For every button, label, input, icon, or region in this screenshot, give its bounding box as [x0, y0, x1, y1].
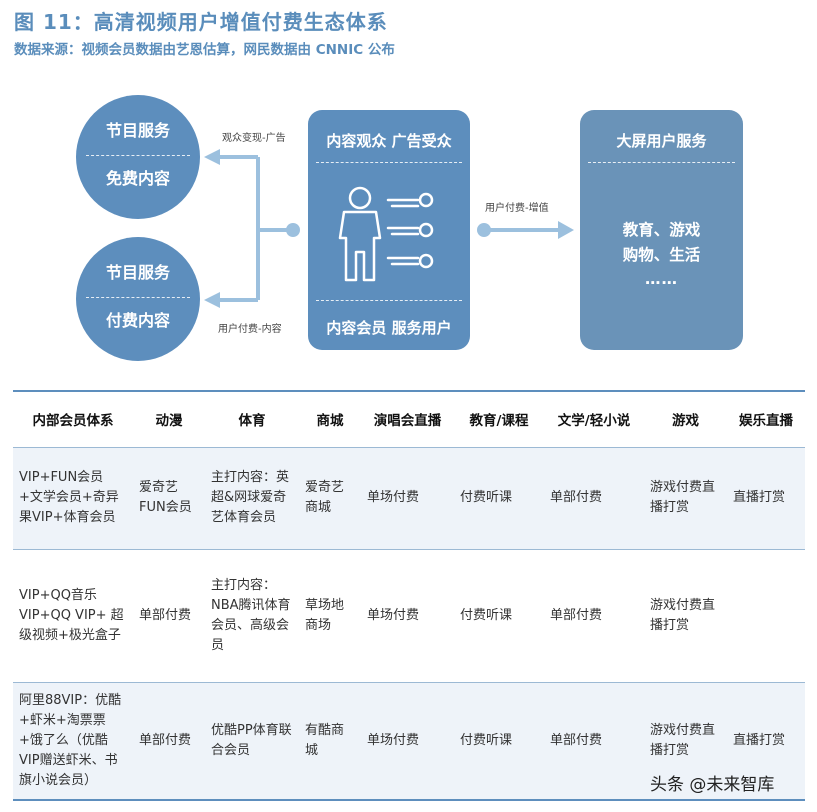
label-ad: 观众变现-广告 — [222, 133, 286, 144]
col-header: 演唱会直播 — [361, 391, 454, 447]
divider — [588, 162, 735, 163]
data-source: 数据来源：视频会员数据由艺恩估算，网民数据由 CNNIC 公布 — [14, 42, 395, 58]
junction-dot-left — [286, 223, 300, 237]
table-cell: 游戏付费直播打赏 — [650, 722, 716, 758]
table-cell: 单场付费 — [367, 490, 420, 505]
center-top-label: 内容观众 广告受众 — [326, 132, 452, 150]
table-cell: 单场付费 — [367, 607, 420, 623]
table-cell: 单部付费 — [550, 732, 603, 748]
divider — [316, 162, 462, 163]
table-cell: 单部付费 — [550, 607, 603, 623]
col-header: 动漫 — [133, 391, 205, 447]
flow-arrows — [204, 149, 574, 308]
divider — [86, 155, 190, 156]
label-value-added: 用户付费-增值 — [485, 203, 549, 214]
big-screen-panel: 大屏用户服务 教育、游戏 购物、生活 …… — [580, 110, 743, 350]
table-cell: 爱奇艺FUN会员 — [139, 480, 192, 515]
col-header: 娱乐直播 — [727, 391, 805, 447]
arrowhead-bottom — [204, 292, 220, 308]
table-cell: 阿里88VIP：优酷+虾米+淘票票+饿了么（优酷VIP赠送虾米、书旗小说会员） — [19, 692, 122, 788]
service-line-2: 购物、生活 — [622, 246, 701, 264]
table-row: VIP+FUN会员+文学会员+奇异果VIP+体育会员 爱奇艺FUN会员 主打内容… — [13, 447, 805, 549]
big-screen-title: 大屏用户服务 — [616, 132, 707, 150]
table-cell: 游戏付费直播打赏 — [650, 480, 716, 515]
user-network-icon — [338, 186, 434, 282]
table-cell: 单部付费 — [139, 732, 192, 748]
table-cell: 爱奇艺商城 — [305, 480, 345, 515]
table-cell: 游戏付费直播打赏 — [650, 597, 716, 633]
col-header: 游戏 — [644, 391, 727, 447]
membership-table: 内部会员体系 动漫 体育 商城 演唱会直播 教育/课程 文学/轻小说 游戏 娱乐… — [13, 390, 805, 801]
circle-paid-content: 节目服务 付费内容 — [76, 237, 200, 361]
col-header: 教育/课程 — [454, 391, 544, 447]
table-row: VIP+QQ音乐VIP+QQ VIP+ 超级视频+极光盒子 单部付费 主打内容：… — [13, 549, 805, 682]
table-cell — [727, 549, 805, 682]
table-cell: VIP+QQ音乐VIP+QQ VIP+ 超级视频+极光盒子 — [19, 587, 124, 643]
divider — [316, 300, 462, 301]
col-header: 内部会员体系 — [13, 391, 133, 447]
table-cell: 付费听课 — [460, 490, 513, 505]
center-bottom-label: 内容会员 服务用户 — [326, 319, 452, 337]
table-cell: 单场付费 — [367, 732, 420, 748]
circle-free-content: 节目服务 免费内容 — [76, 95, 200, 219]
circle-top-label: 节目服务 — [105, 121, 170, 140]
junction-dot-right — [477, 223, 491, 237]
col-header: 体育 — [205, 391, 299, 447]
table-cell: 单部付费 — [139, 607, 192, 623]
col-header: 文学/轻小说 — [544, 391, 644, 447]
table-cell: 主打内容：英超&网球爱奇艺体育会员 — [211, 470, 290, 525]
circle-bottom-label: 免费内容 — [105, 169, 170, 188]
service-line-1: 教育、游戏 — [622, 221, 701, 239]
table-cell: 优酷PP体育联合会员 — [211, 722, 292, 758]
col-header: 商城 — [299, 391, 361, 447]
table-cell: 直播打赏 — [733, 732, 786, 748]
table-cell: 付费听课 — [460, 732, 513, 748]
table-cell: 单部付费 — [550, 490, 603, 505]
table-cell: 主打内容：NBA腾讯体育会员、高级会员 — [211, 577, 291, 653]
circle-top-label: 节目服务 — [105, 263, 170, 282]
label-content: 用户付费-内容 — [218, 324, 282, 335]
page-title: 图 11：高清视频用户增值付费生态体系 — [14, 10, 388, 34]
table-header-row: 内部会员体系 动漫 体育 商城 演唱会直播 教育/课程 文学/轻小说 游戏 娱乐… — [13, 391, 805, 447]
service-line-3: …… — [645, 270, 678, 288]
table-cell: 付费听课 — [460, 607, 513, 623]
divider — [86, 297, 190, 298]
table-cell: 直播打赏 — [733, 490, 786, 505]
arrowhead-top — [204, 149, 220, 165]
table-cell: 有酷商城 — [305, 722, 345, 758]
center-panel: 内容观众 广告受众 内容会员 服务用户 — [308, 110, 470, 350]
circle-bottom-label: 付费内容 — [105, 311, 170, 330]
table-row: 阿里88VIP：优酷+虾米+淘票票+饿了么（优酷VIP赠送虾米、书旗小说会员） … — [13, 682, 805, 800]
watermark: 头条 @未来智库 — [650, 775, 775, 795]
table-cell: VIP+FUN会员+文学会员+奇异果VIP+体育会员 — [19, 470, 119, 525]
table-cell: 草场地商场 — [305, 597, 345, 633]
arrowhead-right — [558, 221, 574, 239]
